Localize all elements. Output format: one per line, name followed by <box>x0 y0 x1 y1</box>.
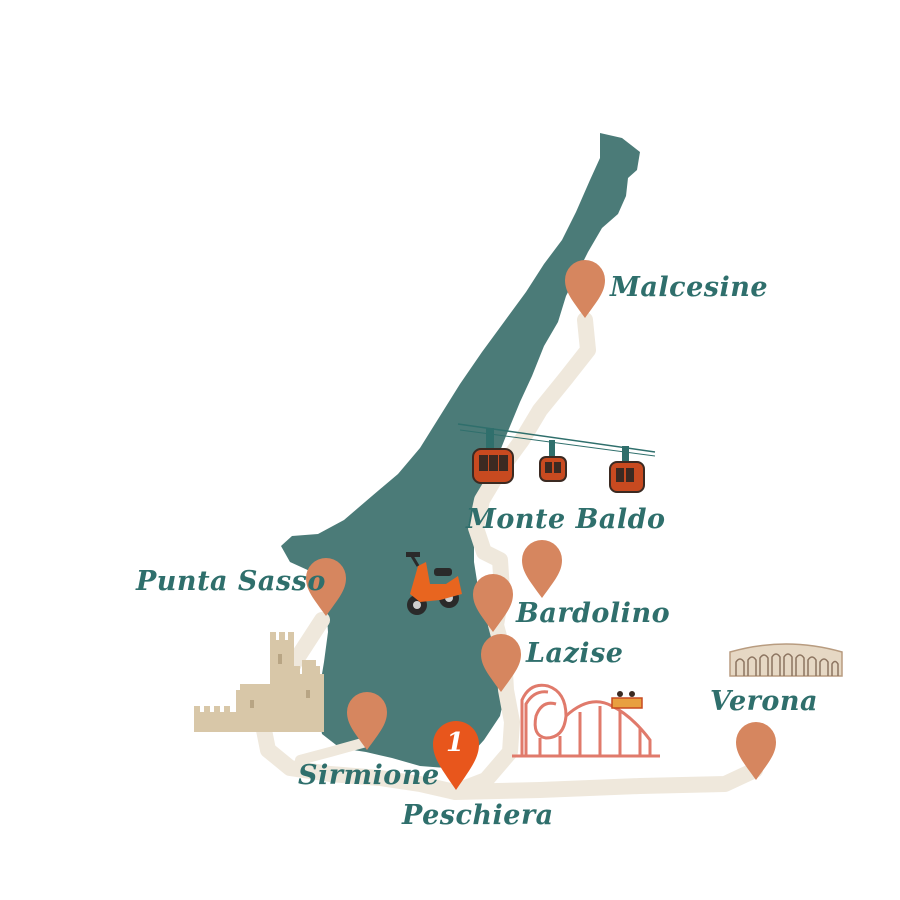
pin-lazise[interactable] <box>481 634 521 692</box>
pin-malcesine[interactable] <box>565 260 605 318</box>
castle-icon <box>194 632 324 732</box>
label-verona[interactable]: Verona <box>710 686 819 717</box>
pin-peschiera-active[interactable] <box>433 721 479 790</box>
arena-colosseum-icon <box>729 643 843 677</box>
pin-punta-sasso[interactable] <box>306 558 346 616</box>
pin-sirmione[interactable] <box>347 692 387 750</box>
pin-peschiera-number: 1 <box>446 728 465 758</box>
label-malcesine[interactable]: Malcesine <box>610 272 769 303</box>
cable-car-icon <box>457 423 656 493</box>
label-bardolino[interactable]: Bardolino <box>516 598 671 629</box>
pin-verona[interactable] <box>736 722 776 780</box>
route-road-south <box>295 737 371 765</box>
label-punta-sasso[interactable]: Punta Sasso <box>136 566 326 597</box>
label-sirmione[interactable]: Sirmione <box>298 760 440 791</box>
label-monte-baldo[interactable]: Monte Baldo <box>466 504 666 535</box>
vespa-scooter-icon <box>406 552 462 615</box>
lake-shape <box>281 133 640 768</box>
roller-coaster-icon <box>512 683 660 758</box>
pin-monte-baldo[interactable] <box>522 540 562 598</box>
pin-bardolino[interactable] <box>473 574 513 632</box>
label-lazise[interactable]: Lazise <box>526 638 624 669</box>
label-peschiera[interactable]: Peschiera <box>402 800 554 831</box>
